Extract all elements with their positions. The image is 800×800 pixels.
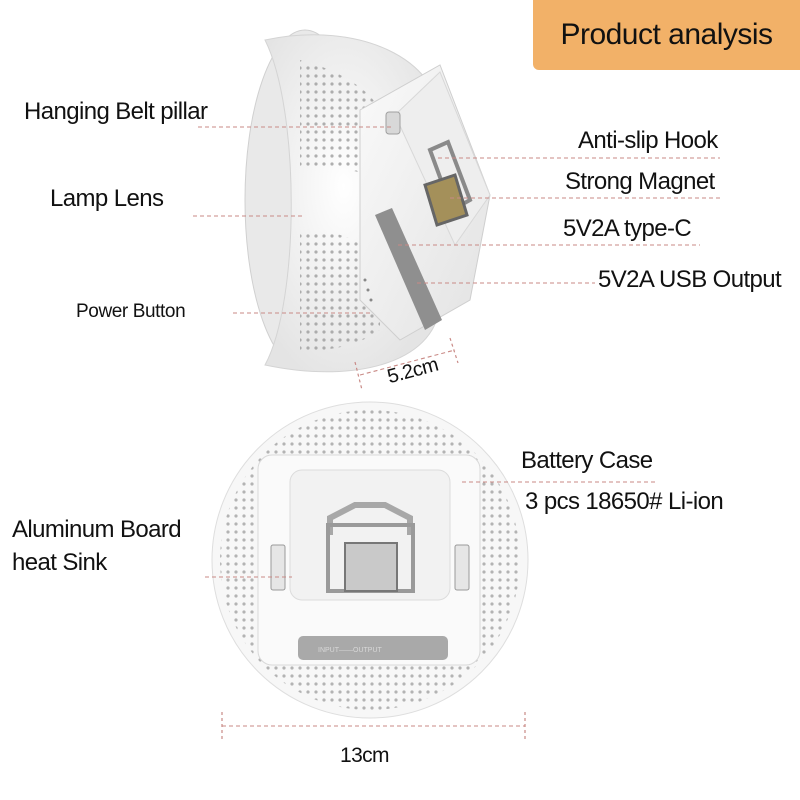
magnet-bottom bbox=[344, 542, 398, 592]
label-battery-case: Battery Case bbox=[521, 447, 653, 474]
depth-dimension-line bbox=[359, 349, 456, 376]
anti-slip-hook-bottom bbox=[327, 502, 413, 535]
type-c-port-cover bbox=[375, 208, 442, 330]
label-usb-output: 5V2A USB Output bbox=[598, 266, 782, 293]
label-lamp-lens: Lamp Lens bbox=[50, 185, 164, 212]
label-anti-slip-hook: Anti-slip Hook bbox=[578, 127, 718, 154]
badge-title: Product analysis bbox=[560, 18, 773, 51]
hanging-belt-pillar bbox=[385, 111, 401, 135]
bottom-device: INPUT——OUTPUT bbox=[211, 401, 529, 719]
port-cover-text: INPUT——OUTPUT bbox=[318, 647, 383, 654]
label-power-button: Power Button bbox=[76, 301, 186, 322]
left-clip bbox=[270, 544, 286, 591]
port-cover-bottom bbox=[298, 636, 448, 660]
label-aluminum-board: Aluminum Board bbox=[12, 516, 182, 543]
label-heat-sink: heat Sink bbox=[12, 549, 107, 576]
right-clip bbox=[454, 544, 470, 591]
label-strong-magnet: Strong Magnet bbox=[565, 168, 715, 195]
product-analysis-badge: Product analysis bbox=[533, 0, 800, 70]
label-diameter-dimension: 13cm bbox=[340, 744, 390, 767]
label-hanging-belt-pillar: Hanging Belt pillar bbox=[24, 98, 208, 125]
strong-magnet bbox=[423, 173, 469, 227]
label-type-c: 5V2A type-C bbox=[563, 215, 692, 242]
label-battery-spec: 3 pcs 18650# Li-ion bbox=[525, 488, 724, 515]
leader-lines bbox=[193, 126, 720, 727]
top-device bbox=[244, 29, 491, 373]
